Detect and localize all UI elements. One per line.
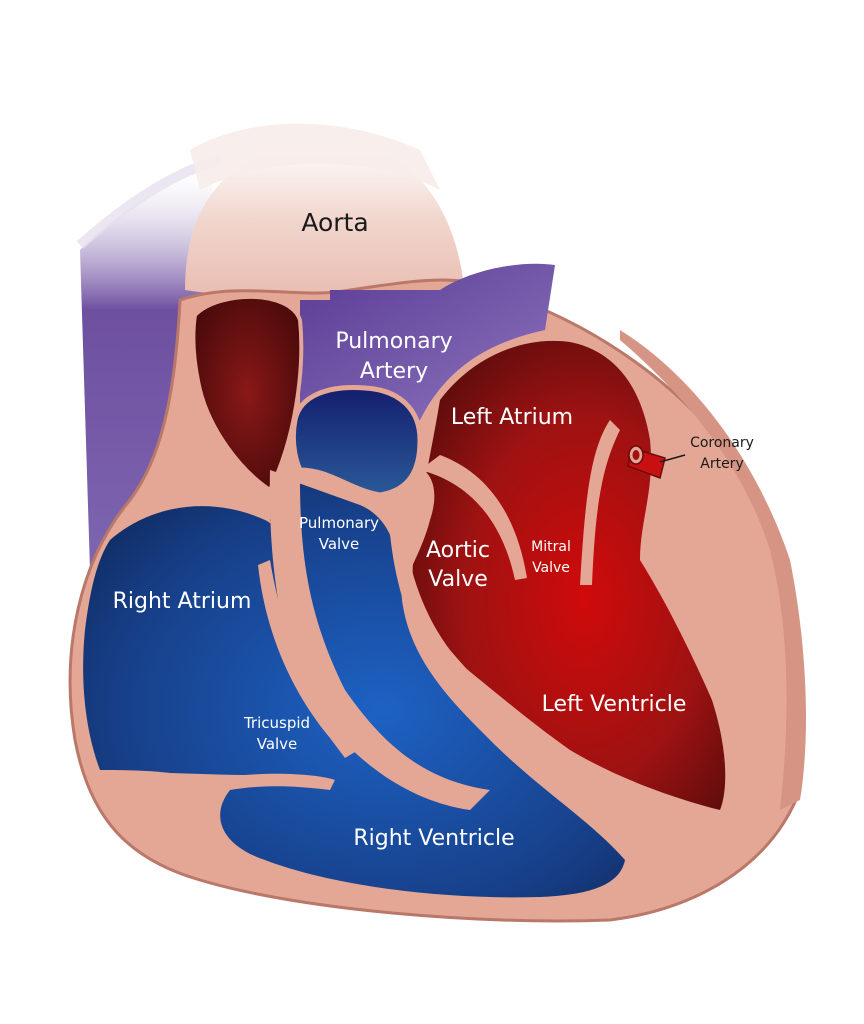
label-aortic-valve-line2: Valve: [428, 567, 488, 592]
right-heart-chamber: [83, 480, 625, 898]
ventricular-septum: [388, 500, 620, 810]
label-left-atrium: Left Atrium: [451, 405, 573, 430]
label-left-ventricle: Left Ventricle: [542, 692, 687, 717]
label-mitral-valve-line1: Mitral: [531, 539, 571, 555]
aortic-valve-leaflet: [420, 455, 527, 580]
label-mitral-valve-line2: Valve: [532, 560, 570, 576]
aortic-valve-cusp: [400, 465, 435, 575]
label-coronary-artery-line1: Coronary: [690, 435, 754, 451]
atrioventricular-wall: [95, 772, 335, 793]
tricuspid-valve-leaflet: [258, 560, 355, 758]
label-tricuspid-valve-line2: Valve: [257, 735, 298, 753]
label-tricuspid-valve-line1: Tricuspid: [243, 714, 310, 732]
label-right-atrium: Right Atrium: [113, 589, 252, 614]
label-coronary-artery-line2: Artery: [700, 456, 743, 472]
label-aortic-valve-line1: Aortic: [426, 538, 490, 563]
label-pulmonary-valve-line2: Valve: [319, 535, 360, 553]
septum-wall: [269, 470, 490, 810]
coronary-artery-icon: [627, 445, 666, 479]
aorta-arch: [185, 139, 465, 300]
label-aorta: Aorta: [301, 208, 368, 237]
pulmonary-trunk: [300, 263, 555, 420]
heart-right-rim: [620, 330, 806, 810]
aorta-top-fade: [190, 123, 440, 190]
label-pulmonary-artery-line2: Artery: [360, 359, 428, 384]
mitral-valve-leaflet: [580, 420, 620, 585]
label-pulmonary-artery-line1: Pulmonary: [335, 329, 452, 354]
label-right-ventricle: Right Ventricle: [353, 826, 514, 851]
coronary-leader-line: [659, 454, 686, 463]
label-pulmonary-valve-line1: Pulmonary: [299, 514, 379, 532]
